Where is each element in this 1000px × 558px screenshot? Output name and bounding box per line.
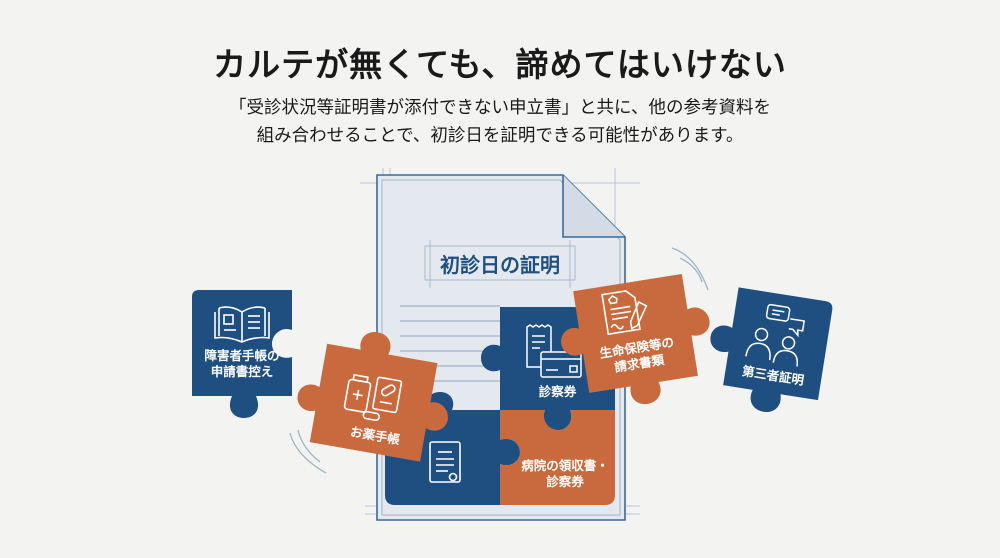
label-line: 申請書控え bbox=[210, 363, 274, 379]
puzzle-piece-insurance-claim bbox=[561, 273, 710, 405]
label-disability-handbook: 障害者手帳の 申請書控え bbox=[192, 348, 292, 379]
label-consultation-ticket: 診察券 bbox=[525, 384, 590, 400]
certificate-icon bbox=[429, 441, 461, 483]
document-title: 初診日の証明 bbox=[440, 253, 560, 277]
signed-document-icon bbox=[601, 290, 648, 336]
medicine-bottle-icon bbox=[343, 373, 403, 422]
label-line: 診察券 bbox=[546, 473, 584, 489]
subtitle-line-1: 「受診状況等証明書が添付できない申立書」と共に、他の参考資料を bbox=[229, 98, 771, 118]
subtitle-line-2: 組み合わせることで、初診日を証明できる可能性があります。 bbox=[256, 126, 744, 146]
label-line: 障害者手帳の bbox=[204, 348, 280, 363]
people-talking-icon bbox=[745, 303, 806, 367]
puzzle-piece-disability-handbook bbox=[192, 290, 292, 418]
label-hospital-receipt: 病院の領収書・ 診察券 bbox=[510, 458, 620, 489]
page-title: カルテが無くても、諦めてはいけない bbox=[213, 45, 787, 84]
receipt-card-icon bbox=[526, 324, 582, 378]
label-line: 診察券 bbox=[538, 384, 577, 399]
puzzle-piece-medicine-notebook bbox=[297, 332, 448, 462]
open-book-icon bbox=[214, 306, 270, 343]
label-line: 病院の領収書・ bbox=[521, 458, 609, 473]
puzzle-piece-hospital-receipt bbox=[500, 410, 615, 505]
motion-lines bbox=[289, 247, 709, 474]
puzzle-piece-third-party-proof bbox=[710, 287, 833, 413]
